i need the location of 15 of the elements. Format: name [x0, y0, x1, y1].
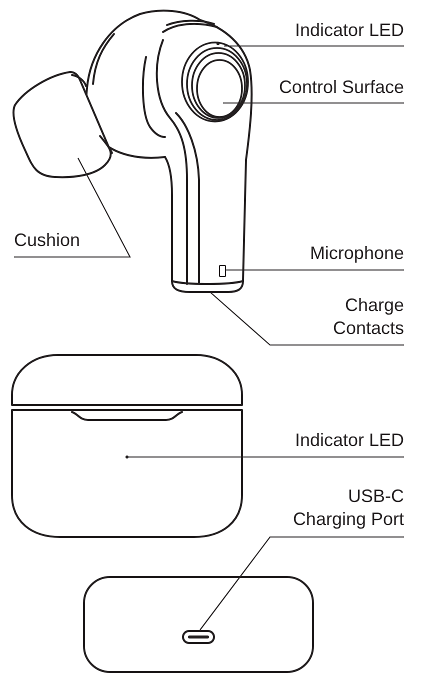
- part-label: Control Surface: [278, 76, 404, 103]
- leader-line: [224, 45, 404, 47]
- leader-line: [200, 536, 404, 630]
- leader-line: [226, 269, 404, 271]
- part-label: Charge Contacts: [332, 294, 404, 345]
- part-label: Cushion: [14, 229, 80, 257]
- leader-line: [223, 102, 404, 104]
- part-label: Indicator LED: [294, 429, 404, 457]
- leader-line: [210, 292, 404, 346]
- part-label: Microphone: [310, 242, 404, 270]
- microphone-slot: [219, 265, 226, 277]
- part-label: Indicator LED: [294, 19, 404, 46]
- leader-line: [126, 456, 404, 458]
- part-label: USB-C Charging Port: [291, 485, 404, 537]
- leader-line: [14, 158, 131, 258]
